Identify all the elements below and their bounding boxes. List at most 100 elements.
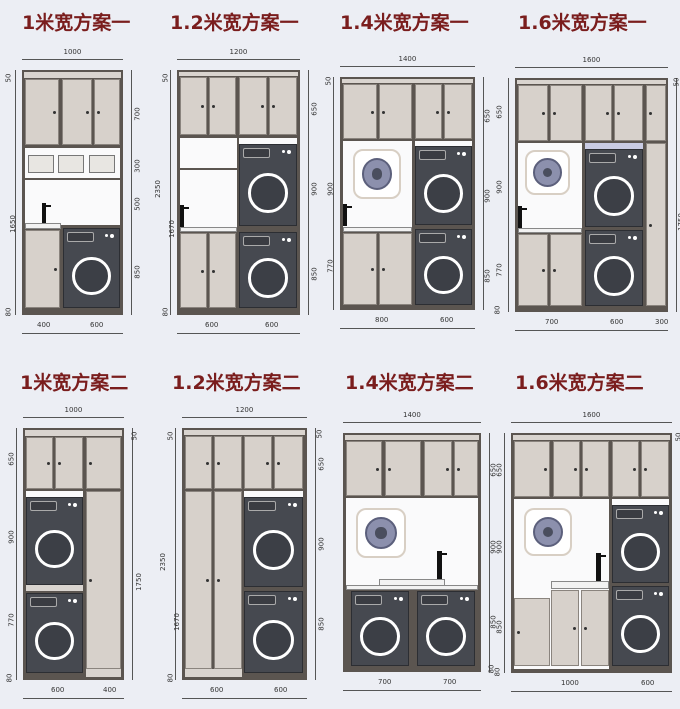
cabinet-door bbox=[514, 598, 550, 666]
open-niche bbox=[180, 170, 237, 227]
bottom-dimension: 600 bbox=[205, 321, 219, 329]
width-dimension: 1600 bbox=[582, 56, 601, 64]
button-icon bbox=[68, 599, 71, 602]
left-dimension: 900 bbox=[495, 180, 504, 194]
door-knob bbox=[371, 110, 374, 114]
cabinet-door bbox=[185, 491, 212, 669]
button-icon bbox=[282, 238, 285, 241]
door-knob bbox=[542, 269, 545, 272]
cabinet-door bbox=[214, 491, 242, 669]
cabinet-door bbox=[185, 436, 212, 489]
button-icon bbox=[462, 235, 466, 239]
door-knob bbox=[553, 112, 556, 115]
left-dimension: 1670 bbox=[167, 220, 176, 238]
cabinet-door bbox=[239, 77, 267, 135]
button-icon bbox=[633, 236, 637, 240]
door-knob bbox=[573, 627, 576, 630]
button-icon bbox=[457, 152, 460, 155]
door-knob bbox=[388, 467, 391, 471]
faucet-icon bbox=[42, 203, 46, 225]
cabinet-door bbox=[614, 85, 643, 141]
right-dimension: 650 bbox=[317, 457, 326, 471]
bottom-dimension: 300 bbox=[655, 318, 669, 326]
countertop bbox=[343, 227, 412, 232]
countertop bbox=[180, 227, 237, 232]
bottom-dimension: 400 bbox=[103, 686, 117, 694]
countertop bbox=[551, 581, 609, 589]
right-dimension: 850 bbox=[317, 617, 326, 631]
right-dimension: 700 bbox=[133, 107, 142, 121]
trim-strip bbox=[25, 430, 122, 436]
control-panel bbox=[67, 232, 94, 242]
cabinet-door bbox=[641, 441, 669, 497]
width-dimension: 1000 bbox=[64, 406, 83, 414]
left-dimension: 80 bbox=[493, 667, 502, 677]
bottom-dimension: 600 bbox=[610, 318, 624, 326]
control-panel bbox=[248, 595, 276, 605]
washer-door-icon bbox=[621, 532, 660, 572]
left-dimension: 900 bbox=[7, 530, 16, 544]
washing-machine bbox=[585, 230, 643, 306]
door-knob bbox=[649, 223, 652, 227]
cabinet-door bbox=[415, 84, 442, 139]
cabinet-door bbox=[582, 441, 609, 497]
cabinet-door bbox=[646, 143, 666, 306]
bottom-dimension: 600 bbox=[265, 321, 279, 329]
faucet-spout bbox=[46, 205, 51, 207]
cabinet-plan1-1.2m bbox=[177, 70, 300, 315]
cabinet-door bbox=[26, 437, 53, 489]
washing-machine bbox=[351, 591, 409, 666]
button-icon bbox=[293, 597, 297, 601]
open-niche bbox=[26, 491, 83, 497]
button-icon bbox=[399, 597, 403, 601]
countertop bbox=[518, 228, 582, 233]
wall-dryer bbox=[524, 508, 572, 556]
cabinet-door bbox=[518, 85, 548, 141]
faucet-spout bbox=[522, 208, 527, 210]
washer-door-icon bbox=[35, 621, 74, 661]
panel-title: 1.2米宽方案一 bbox=[170, 12, 299, 34]
right-dimension: 300 bbox=[133, 159, 142, 173]
panel-title: 1.6米宽方案二 bbox=[515, 372, 644, 394]
washing-machine bbox=[26, 593, 83, 673]
right-dimension: 900 bbox=[483, 189, 492, 203]
washer-door-icon bbox=[72, 256, 111, 296]
cabinet-door bbox=[62, 79, 92, 145]
left-dimension-line bbox=[508, 78, 509, 312]
faucet-icon bbox=[180, 205, 184, 227]
washing-machine bbox=[244, 497, 303, 587]
faucet-spout bbox=[601, 555, 606, 557]
faucet-icon bbox=[343, 204, 347, 226]
button-icon bbox=[457, 235, 460, 238]
cabinet-door bbox=[269, 77, 297, 135]
door-knob bbox=[371, 268, 374, 271]
right-dimension: 650 bbox=[310, 102, 319, 116]
bottom-dimension: 1000 bbox=[561, 679, 579, 687]
washer-door-icon bbox=[594, 176, 634, 216]
left-dimension: 2350 bbox=[158, 553, 167, 571]
left-dimension: 770 bbox=[7, 613, 16, 627]
cabinet-door bbox=[550, 234, 582, 306]
left-dimension: 80 bbox=[166, 673, 175, 683]
door-knob bbox=[217, 461, 220, 465]
trim-strip bbox=[517, 80, 666, 84]
door-knob bbox=[585, 468, 588, 471]
bottom-dimension-line bbox=[340, 328, 475, 329]
washer-door-icon bbox=[35, 529, 74, 569]
washing-machine bbox=[26, 497, 83, 585]
door-knob bbox=[447, 110, 450, 114]
washer-door-icon bbox=[424, 255, 463, 295]
faucet-icon bbox=[437, 551, 442, 579]
dryer-window bbox=[375, 527, 387, 539]
washing-machine bbox=[239, 144, 297, 226]
right-dimension-line bbox=[483, 77, 484, 310]
panel-title: 1.6米宽方案一 bbox=[518, 12, 647, 34]
dryer-window bbox=[542, 167, 553, 178]
bottom-dimension: 700 bbox=[443, 678, 457, 686]
cabinet-door bbox=[180, 233, 207, 308]
trim-strip bbox=[185, 669, 242, 677]
faucet-spout bbox=[442, 553, 447, 555]
bottom-dimension: 600 bbox=[90, 321, 104, 329]
door-knob bbox=[544, 468, 547, 471]
button-icon bbox=[110, 234, 114, 238]
